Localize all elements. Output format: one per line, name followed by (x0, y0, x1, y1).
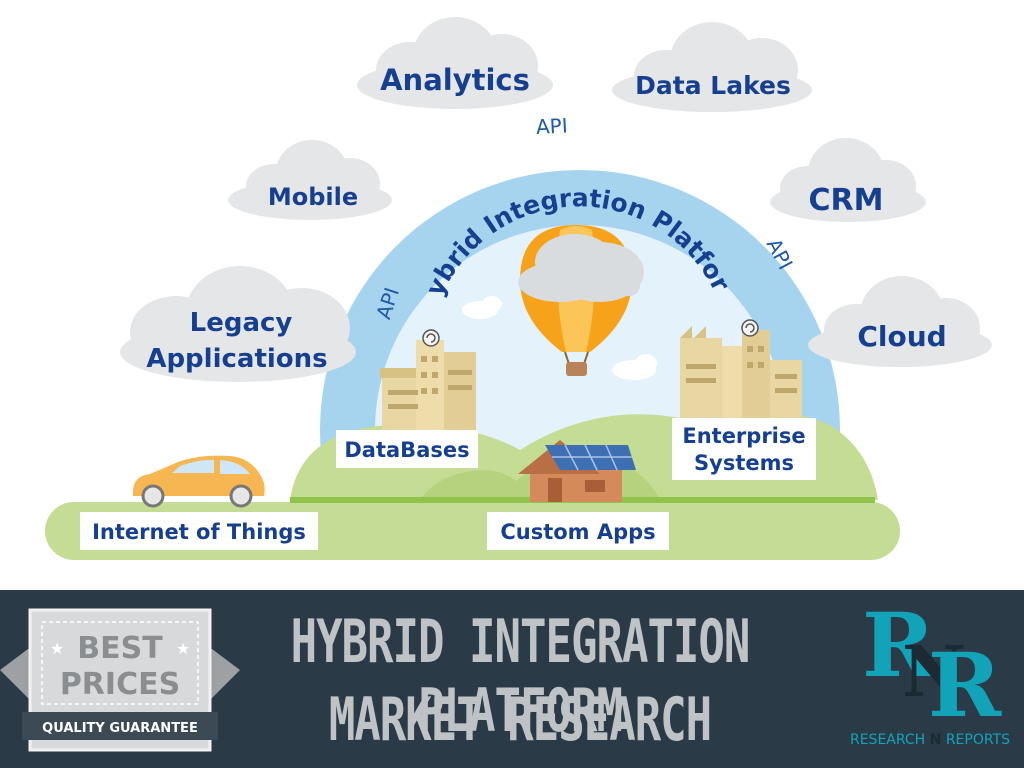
label-custom-apps-text: Custom Apps (500, 520, 655, 544)
label-internet-of-things: Internet of Things (80, 512, 318, 550)
badge-dashed-frame (41, 621, 199, 705)
label-enterprise-line2: Systems (694, 451, 794, 475)
cloud-label-data-lakes: Data Lakes (635, 71, 791, 100)
logo-caption-2: N (930, 732, 942, 748)
research-n-reports-logo: R N R RESEARCH N REPORTS (850, 598, 1010, 748)
cloud-label-legacy-line1: Legacy (190, 308, 293, 338)
badge-banner-strip (22, 712, 218, 740)
integration-diagram: API API API Hybrid Integration Platform … (0, 0, 992, 560)
cloud-analytics: Analytics (357, 17, 553, 109)
cloud-cloud: Cloud (808, 276, 992, 367)
label-iot-text: Internet of Things (92, 520, 306, 544)
api-label-top: API (535, 113, 568, 139)
sky-cloud-left (462, 296, 502, 319)
car-icon (133, 455, 265, 508)
label-databases-text: DataBases (344, 438, 469, 462)
cloud-label-mobile: Mobile (268, 183, 358, 211)
star-icon: ★ (176, 641, 190, 658)
cloud-label-cloud: Cloud (857, 320, 946, 353)
logo-caption-3: REPORTS (946, 732, 1010, 748)
label-enterprise-line1: Enterprise (682, 424, 805, 448)
headline-line2: MARKET RESEARCH (328, 686, 712, 755)
cloud-mobile: Mobile (228, 140, 392, 220)
logo-caption-1: RESEARCH (850, 732, 925, 748)
headline-line1: HYBRID INTEGRATION PLATFORM (290, 608, 751, 746)
enterprise-building-icon (680, 319, 802, 428)
label-databases: DataBases (336, 430, 478, 468)
cloud-legacy-applications: Legacy Applications (120, 266, 356, 382)
cloud-label-legacy-line2: Applications (146, 344, 327, 374)
house-icon (518, 440, 636, 502)
cloud-label-crm: CRM (809, 183, 884, 218)
logo-caption: RESEARCH N REPORTS (850, 732, 1010, 748)
balloon-icon (518, 225, 644, 376)
label-custom-apps: Custom Apps (487, 512, 669, 550)
best-prices-badge: ★ ★ BEST PRICES QUALITY GUARANTEE (0, 608, 240, 752)
badge-line2: PRICES (60, 667, 180, 702)
cloud-data-lakes: Data Lakes (612, 22, 812, 112)
badge-line1: BEST (77, 631, 163, 666)
logo-letter-bottom: R (928, 633, 1002, 737)
label-enterprise-systems: Enterprise Systems (672, 418, 816, 480)
logo-letter-mid: N (902, 630, 966, 713)
sky-cloud-right (612, 354, 657, 380)
cloud-label-analytics: Analytics (380, 63, 530, 97)
database-building-icon (380, 329, 476, 436)
cloud-crm: CRM (770, 138, 926, 222)
logo-letter-top: R (862, 598, 936, 697)
star-icon: ★ (50, 641, 64, 658)
badge-line3: QUALITY GUARANTEE (42, 721, 198, 736)
